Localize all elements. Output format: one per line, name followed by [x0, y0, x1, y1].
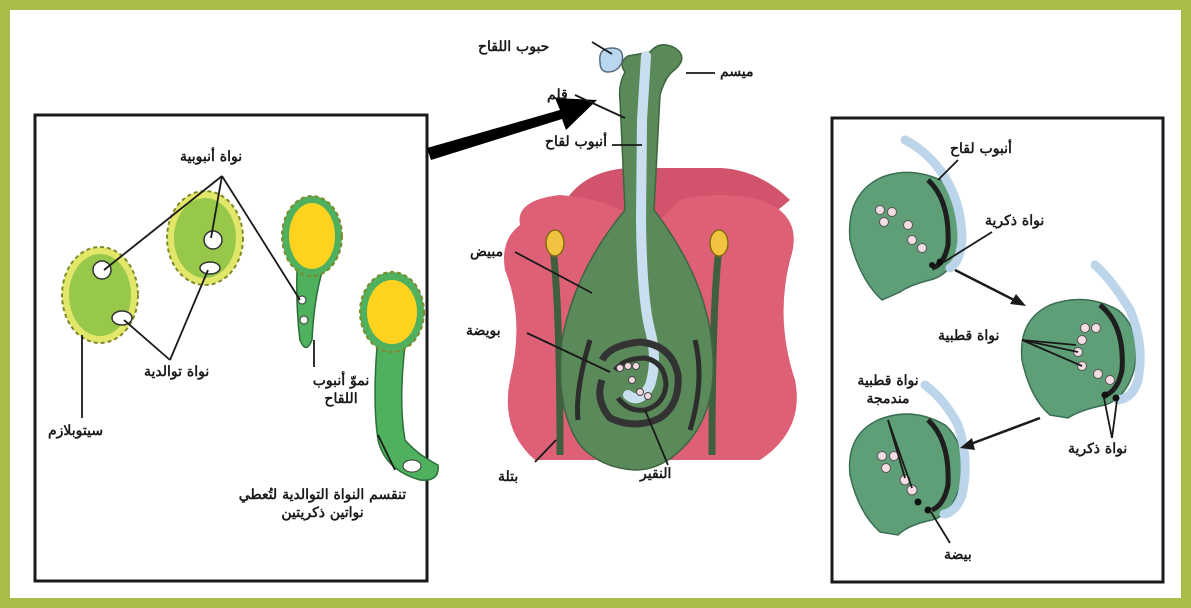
- label-pollen-grains: حبوب اللقاح: [478, 38, 549, 56]
- label-ovary: مبيض: [470, 243, 503, 261]
- pollen-grain-2: [167, 191, 243, 285]
- label-pollen-tube-center: أنبوب لقاح: [545, 133, 607, 151]
- label-stigma: ميسم: [720, 63, 754, 81]
- label-male-nucleus-top: نواة ذكرية: [985, 212, 1044, 230]
- label-generative-nucleus: نواة توالدية: [144, 363, 209, 381]
- ovule-cell: [645, 393, 652, 400]
- label-cytoplasm: سيتوبلازم: [48, 422, 103, 440]
- ovule-cell: [637, 389, 644, 396]
- tube-nucleus: [204, 231, 222, 249]
- flower-illustration: [504, 45, 797, 470]
- sperm-nuclei: [403, 460, 421, 472]
- label-egg: بيضة: [944, 546, 972, 564]
- ovule-cell: [633, 363, 640, 370]
- ovule-cell: [629, 377, 636, 384]
- tube-nucleus: [93, 261, 111, 279]
- label-polar-nucleus: نواة قطبية: [938, 327, 999, 345]
- anther-left: [546, 230, 564, 256]
- ovule-cell: [625, 363, 632, 370]
- label-ovule: بويضة: [466, 322, 501, 340]
- label-style: قلم: [547, 86, 568, 104]
- label-petal: بتلة: [498, 468, 518, 486]
- label-fused-polar-nucleus: نواة قطبية مندمجة: [848, 372, 928, 408]
- label-micropyle: النقير: [640, 465, 671, 483]
- stigma-pollen-grain: [600, 48, 623, 72]
- ovule-cell: [617, 365, 624, 372]
- label-pollen-tube-growth: نموّ أنبوب اللقاح: [305, 372, 377, 408]
- generative-nucleus: [112, 311, 132, 325]
- label-male-nuclei-bottom: نواة ذكرية: [1068, 440, 1127, 458]
- anther-right: [710, 230, 728, 256]
- label-tube-nucleus: نواة أنبوبية: [180, 148, 242, 166]
- label-generative-division: تنقسم النواة التوالدية لتُعطي نواتين ذكر…: [225, 486, 420, 522]
- pollen-grain-1: [62, 247, 138, 343]
- label-pollen-tube-right: أنبوب لقاح: [950, 140, 1012, 158]
- generative-nucleus: [200, 262, 220, 274]
